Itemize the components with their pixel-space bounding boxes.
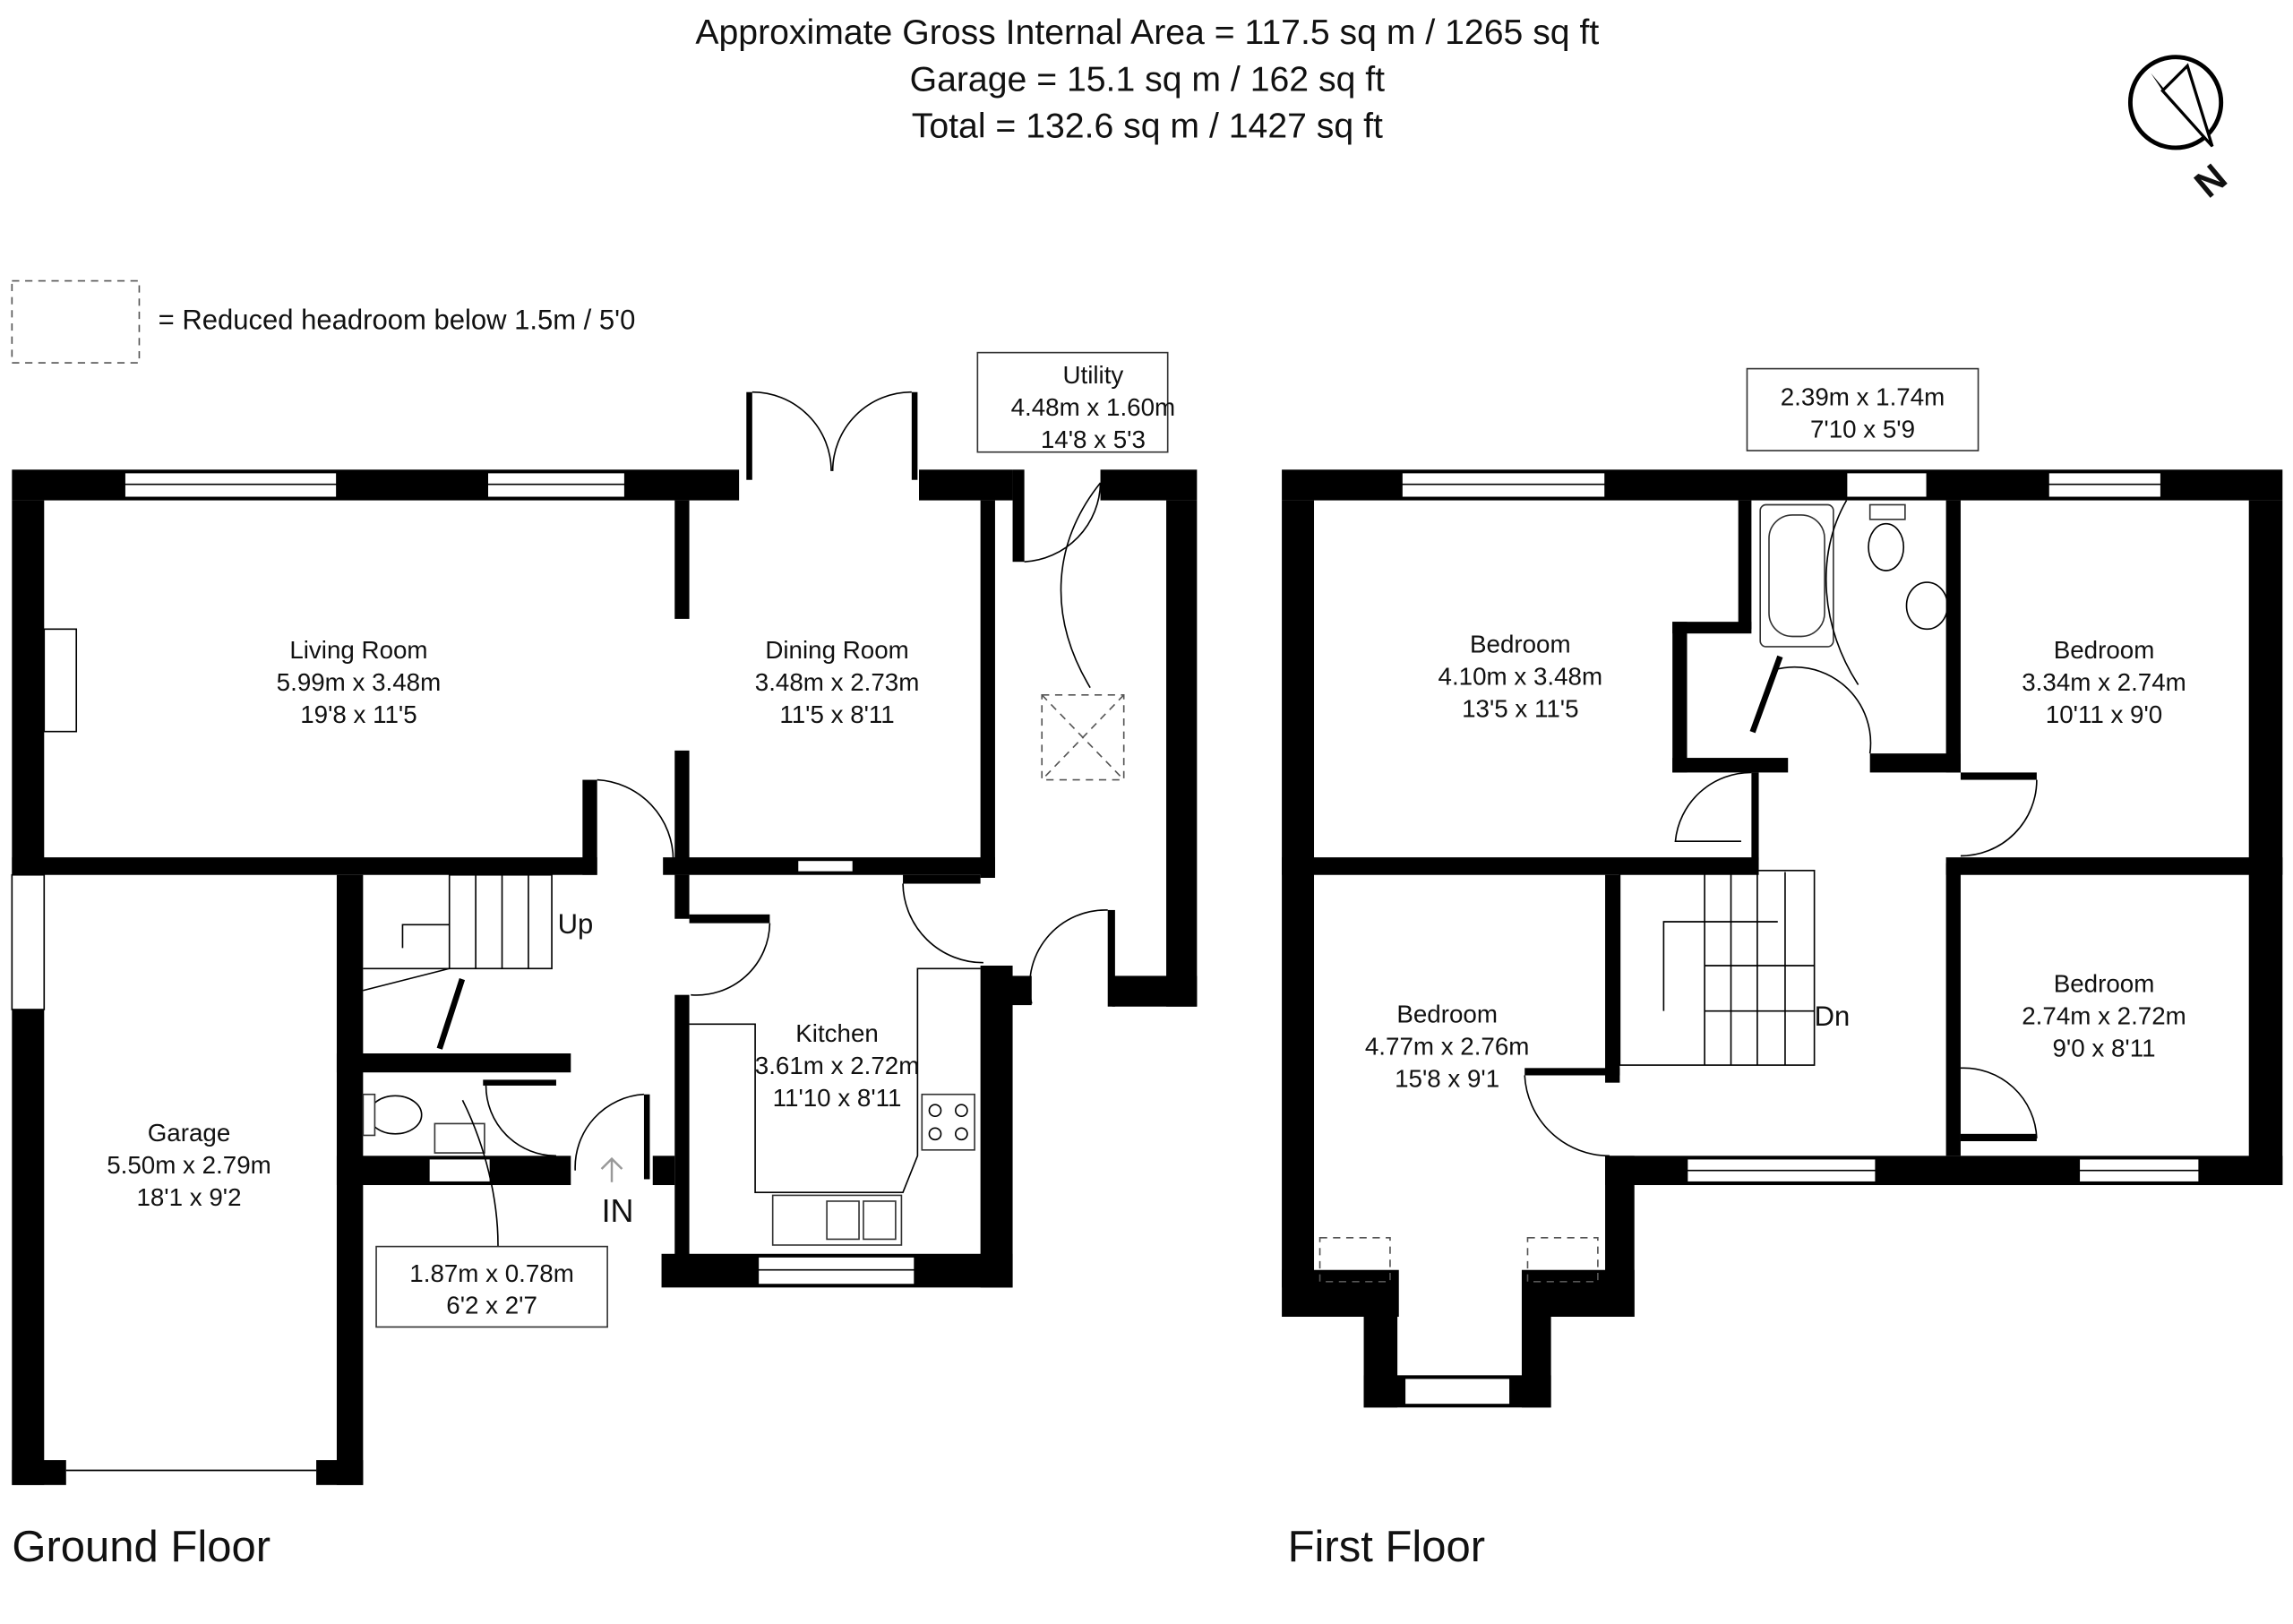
entrance-label: IN: [602, 1192, 634, 1229]
wc-metric: 1.87m x 0.78m: [409, 1259, 574, 1287]
dining-room-name: Dining Room: [765, 636, 908, 664]
ground-floor-plan: Living Room 5.99m x 3.48m 19'8 x 11'5 Di…: [11, 351, 1198, 1485]
garage-imperial: 18'1 x 9'2: [136, 1183, 241, 1211]
stairs-up-label: Up: [558, 908, 594, 940]
wc-imperial: 6'2 x 2'7: [446, 1292, 537, 1319]
compass-north-label: N: [2186, 156, 2235, 206]
utility-imperial: 14'8 x 5'3: [1041, 425, 1146, 453]
kitchen-imperial: 11'10 x 8'11: [773, 1084, 902, 1112]
bedroom1-metric: 4.10m x 3.48m: [1438, 662, 1603, 690]
first-floor-plan: Bedroom 4.10m x 3.48m 13'5 x 11'5 Bedroo…: [1282, 367, 2283, 1408]
kitchen-metric: 3.61m x 2.72m: [755, 1052, 920, 1079]
bedroom3-metric: 4.77m x 2.76m: [1365, 1033, 1530, 1061]
utility-label-box: [976, 351, 1169, 453]
reduced-headroom-swatch: [11, 279, 141, 364]
area-garage: Garage = 15.1 sq m / 162 sq ft: [910, 60, 1386, 99]
bathroom-metric: 2.39m x 1.74m: [1781, 382, 1945, 410]
bedroom4-metric: 2.74m x 2.72m: [2022, 1001, 2186, 1029]
kitchen-name: Kitchen: [795, 1019, 879, 1047]
entrance-arrow-icon: [600, 1156, 623, 1182]
bedroom4-name: Bedroom: [2054, 969, 2155, 997]
stairs-down-label: Dn: [1815, 1001, 1851, 1032]
living-room-imperial: 19'8 x 11'5: [300, 700, 417, 728]
bedroom2-metric: 3.34m x 2.74m: [2022, 668, 2186, 696]
utility-metric: 4.48m x 1.60m: [1011, 393, 1176, 421]
bedroom1-imperial: 13'5 x 11'5: [1462, 694, 1578, 722]
bedroom4-imperial: 9'0 x 8'11: [2053, 1034, 2156, 1061]
ground-stairs: [363, 873, 553, 1050]
first-floor-title: First Floor: [1288, 1523, 1486, 1571]
bedroom3-name: Bedroom: [1396, 1001, 1498, 1028]
living-room-name: Living Room: [289, 636, 427, 664]
bedroom2-imperial: 10'11 x 9'0: [2046, 700, 2162, 728]
compass-icon: N: [2127, 55, 2235, 206]
garage-name: Garage: [148, 1119, 231, 1147]
bedroom3-imperial: 15'8 x 9'1: [1395, 1065, 1499, 1093]
bedroom1-name: Bedroom: [1470, 630, 1571, 657]
bathroom-label-box: [1746, 367, 1980, 451]
first-floor-stairs: [1619, 870, 1816, 1066]
bedroom2-name: Bedroom: [2054, 636, 2155, 664]
area-total: Total = 132.6 sq m / 1427 sq ft: [912, 107, 1383, 146]
utility-name: Utility: [1062, 361, 1123, 389]
dining-room-imperial: 11'5 x 8'11: [779, 700, 894, 728]
wc-label-box: [375, 1245, 608, 1328]
garage-metric: 5.50m x 2.79m: [107, 1151, 271, 1179]
legend-label: = Reduced headroom below 1.5m / 5'0: [159, 305, 636, 336]
ground-floor-title: Ground Floor: [12, 1523, 271, 1571]
bathroom-imperial: 7'10 x 5'9: [1810, 415, 1915, 443]
area-gross: Approximate Gross Internal Area = 117.5 …: [695, 13, 1599, 52]
living-room-metric: 5.99m x 3.48m: [277, 668, 442, 696]
dining-room-metric: 3.48m x 2.73m: [755, 668, 920, 696]
